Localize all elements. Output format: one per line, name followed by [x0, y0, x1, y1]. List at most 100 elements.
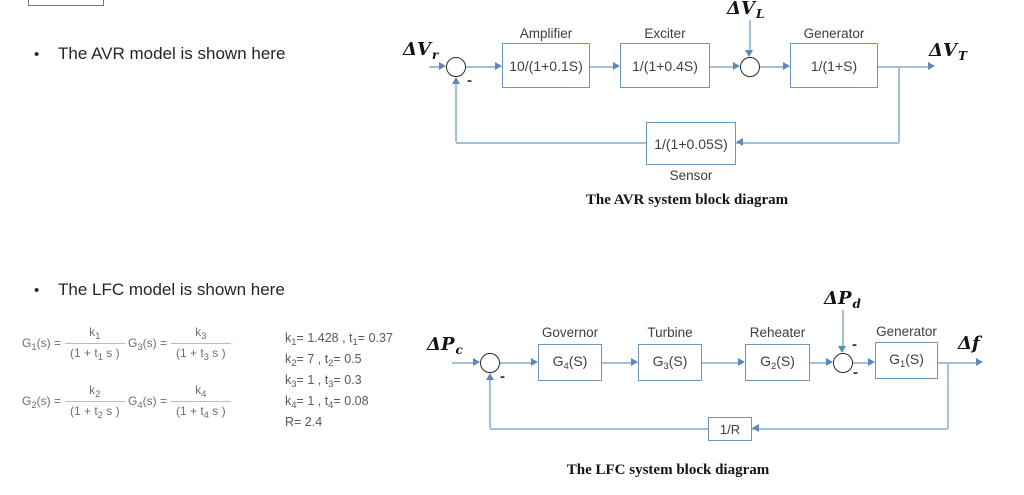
lfc-arrow-into-1overR: [752, 424, 759, 432]
avr-exciter-title: Exciter: [644, 26, 686, 41]
lfc-sum-junction-1: [480, 353, 500, 373]
avr-exciter-block: 1/(1+0.4S): [620, 43, 710, 88]
lfc-wire-sum2-generator: [853, 362, 868, 364]
lfc-sum-junction-2: [833, 353, 853, 373]
lfc-minus-2-top: -: [852, 336, 857, 353]
avr-amplifier-block: 10/(1+0.1S): [502, 43, 590, 88]
lfc-caption: The LFC system block diagram: [566, 462, 770, 478]
formula-g4: G4(s) = k4 (1 + t4 s ): [128, 383, 231, 421]
lfc-output-wire: [938, 362, 976, 364]
avr-sum-junction-2: [740, 57, 760, 77]
lfc-reheater-tf: G2(S): [760, 353, 795, 372]
lfc-feedback-wire-down: [947, 363, 949, 429]
avr-wire-exciter-sum2: [710, 66, 733, 68]
avr-feedback-wire-up: [455, 84, 457, 142]
avr-output-main: ΔV: [929, 40, 957, 61]
lfc-output-label: Δf: [958, 333, 981, 356]
avr-disturbance-wire: [749, 20, 751, 50]
lfc-arrow-output: [976, 358, 983, 366]
lfc-governor-tf: G4(S): [552, 353, 588, 372]
denominator: (1 + t3 s ): [170, 343, 231, 363]
bullet-lfc: The LFC model is shown here: [58, 280, 285, 299]
avr-arrow-output: [928, 62, 935, 70]
top-left-box: [28, 0, 104, 6]
lfc-wire-governor-turbine: [602, 362, 631, 364]
lfc-input-main: ΔP: [427, 334, 455, 355]
avr-generator-title: Generator: [803, 26, 865, 41]
avr-disturbance-label: ΔVL: [727, 0, 764, 21]
lfc-input-label: ΔPc: [427, 334, 463, 357]
avr-generator-block: 1/(1+S): [790, 43, 878, 88]
lfc-1overR-block: 1/R: [708, 417, 752, 441]
param-line: k1= 1.428 , t1= 0.37: [285, 331, 393, 348]
numerator: k4: [195, 383, 207, 400]
denominator: (1 + t2 s ): [64, 401, 125, 421]
avr-minus-1: -: [467, 72, 472, 89]
avr-arrow-into-amplifier: [495, 62, 502, 70]
avr-output-label: ΔVT: [929, 40, 967, 63]
fraction: k4 (1 + t4 s ): [170, 383, 231, 421]
lfc-arrow-into-sum2: [826, 358, 833, 366]
lfc-wire-turbine-reheater: [702, 362, 738, 364]
lfc-governor-block: G4(S): [538, 344, 602, 381]
formula-lhs: G4(s) =: [128, 393, 167, 411]
avr-wire-amplifier-exciter: [590, 66, 613, 68]
avr-arrow-into-generator: [783, 62, 790, 70]
avr-arrow-into-sum1: [439, 62, 446, 70]
avr-sum-junction-1: [446, 57, 466, 77]
lfc-1overR-tf: 1/R: [719, 421, 741, 437]
avr-disturbance-sub: L: [755, 7, 765, 21]
avr-disturbance-main: ΔV: [727, 0, 755, 19]
lfc-arrow-into-generator: [868, 358, 875, 366]
lfc-disturbance-wire: [842, 310, 844, 346]
denominator: (1 + t4 s ): [170, 401, 231, 421]
formula-lhs: G2(s) =: [22, 393, 61, 411]
lfc-minus-2-bottom: -: [853, 364, 858, 381]
avr-wire-sum2-generator: [760, 66, 783, 68]
lfc-turbine-title: Turbine: [647, 325, 693, 340]
numerator: k2: [89, 383, 101, 400]
formula-lhs: G3(s) =: [128, 335, 167, 353]
lfc-generator-title: Generator: [876, 324, 937, 339]
avr-feedback-wire-down: [898, 67, 900, 143]
lfc-disturbance-label: ΔPd: [824, 288, 861, 311]
formula-g2: G2(s) = k2 (1 + t2 s ): [22, 383, 125, 421]
avr-wire-sum1-amplifier: [466, 66, 495, 68]
fraction: k2 (1 + t2 s ): [64, 383, 125, 421]
lfc-output-main: Δf: [958, 333, 980, 354]
lfc-reheater-title: Reheater: [749, 325, 806, 340]
param-line: k4= 1 , t4= 0.08: [285, 394, 369, 411]
bullet-avr: The AVR model is shown here: [58, 44, 286, 63]
avr-sensor-tf: 1/(1+0.05S): [654, 135, 728, 152]
bullet-dot: •: [34, 282, 40, 299]
avr-input-main: ΔV: [403, 39, 431, 60]
lfc-generator-tf: G1(S): [889, 351, 924, 370]
lfc-arrow-into-governor: [531, 358, 538, 366]
avr-exciter-tf: 1/(1+0.4S): [632, 57, 698, 74]
formula-g1: G1(s) = k1 (1 + t1 s ): [22, 325, 125, 363]
denominator: (1 + t1 s ): [64, 343, 125, 363]
avr-sensor-block: 1/(1+0.05S): [646, 122, 736, 165]
param-line: R= 2.4: [285, 415, 323, 429]
avr-arrow-into-sum2: [733, 62, 740, 70]
lfc-minus-1: -: [500, 368, 505, 385]
avr-input-sub: r: [431, 48, 439, 62]
avr-arrow-disturbance: [745, 50, 753, 57]
fraction: k3 (1 + t3 s ): [170, 325, 231, 363]
formula-lhs: G1(s) =: [22, 335, 61, 353]
lfc-turbine-block: G3(S): [638, 344, 702, 381]
avr-arrow-into-sensor: [736, 138, 743, 146]
avr-input-label: ΔVr: [403, 39, 438, 62]
avr-caption: The AVR system block diagram: [585, 192, 789, 208]
numerator: k1: [89, 325, 101, 342]
lfc-disturbance-main: ΔP: [824, 288, 852, 309]
avr-generator-tf: 1/(1+S): [810, 57, 858, 74]
fraction: k1 (1 + t1 s ): [64, 325, 125, 363]
lfc-arrow-into-sum1: [473, 358, 480, 366]
lfc-generator-block: G1(S): [875, 342, 938, 379]
lfc-governor-title: Governor: [541, 325, 599, 340]
lfc-wire-sum1-governor: [500, 362, 531, 364]
lfc-disturbance-sub: d: [852, 297, 861, 311]
lfc-turbine-tf: G3(S): [652, 353, 688, 372]
